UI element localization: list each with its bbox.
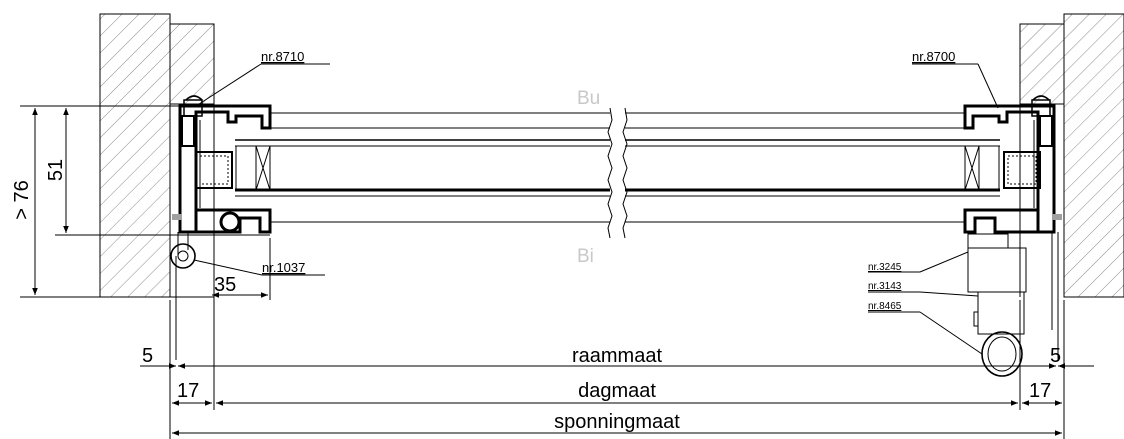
dim-dagmaat: dagmaat bbox=[578, 380, 656, 402]
dim-height-total: > 76 bbox=[11, 180, 33, 219]
dimension-height-total: > 76 bbox=[11, 105, 100, 298]
part-label-1037: nr.1037 bbox=[262, 260, 305, 275]
dim-hinge-offset: 35 bbox=[214, 274, 236, 296]
callout-right-top: nr.8700 bbox=[912, 49, 999, 109]
part-label-3143: nr.3143 bbox=[868, 281, 902, 292]
dimension-sponningmaat: sponningmaat bbox=[172, 411, 1062, 436]
dimension-dagmaat: 17 17 dagmaat bbox=[172, 380, 1062, 406]
part-label-8465: nr.8465 bbox=[868, 301, 902, 312]
outside-label: Bu bbox=[577, 88, 600, 109]
part-label-8710: nr.8710 bbox=[261, 49, 304, 64]
dimension-raammaat: 5 5 raammaat bbox=[140, 345, 1094, 369]
right-wall bbox=[1019, 13, 1124, 298]
handle-assembly bbox=[967, 232, 1059, 377]
dim-gap-right: 5 bbox=[1050, 345, 1061, 367]
hinge bbox=[170, 232, 196, 360]
dim-rebate-right: 17 bbox=[1029, 380, 1051, 402]
callout-left-top: nr.8710 bbox=[195, 49, 330, 107]
inside-label: Bi bbox=[577, 246, 594, 267]
callout-hinge: nr.1037 bbox=[193, 259, 325, 276]
dim-gap-left: 5 bbox=[142, 345, 153, 367]
part-label-8700: nr.8700 bbox=[912, 49, 955, 64]
left-wall bbox=[99, 13, 215, 298]
dim-height-frame: 51 bbox=[45, 159, 67, 181]
callout-handle-2: nr.3143 bbox=[868, 281, 979, 297]
callout-handle-3: nr.8465 bbox=[868, 301, 983, 355]
callout-handle-1: nr.3245 bbox=[868, 251, 969, 273]
part-label-3245: nr.3245 bbox=[868, 262, 902, 273]
glass-panel bbox=[235, 107, 1000, 239]
left-profile bbox=[172, 95, 272, 234]
dim-sponningmaat: sponningmaat bbox=[554, 411, 680, 433]
dim-rebate-left: 17 bbox=[177, 380, 199, 402]
dimension-height-frame: 51 bbox=[45, 105, 270, 236]
dim-raammaat: raammaat bbox=[572, 345, 662, 367]
right-profile bbox=[963, 95, 1062, 234]
dimension-hinge-offset: 35 bbox=[212, 238, 271, 300]
